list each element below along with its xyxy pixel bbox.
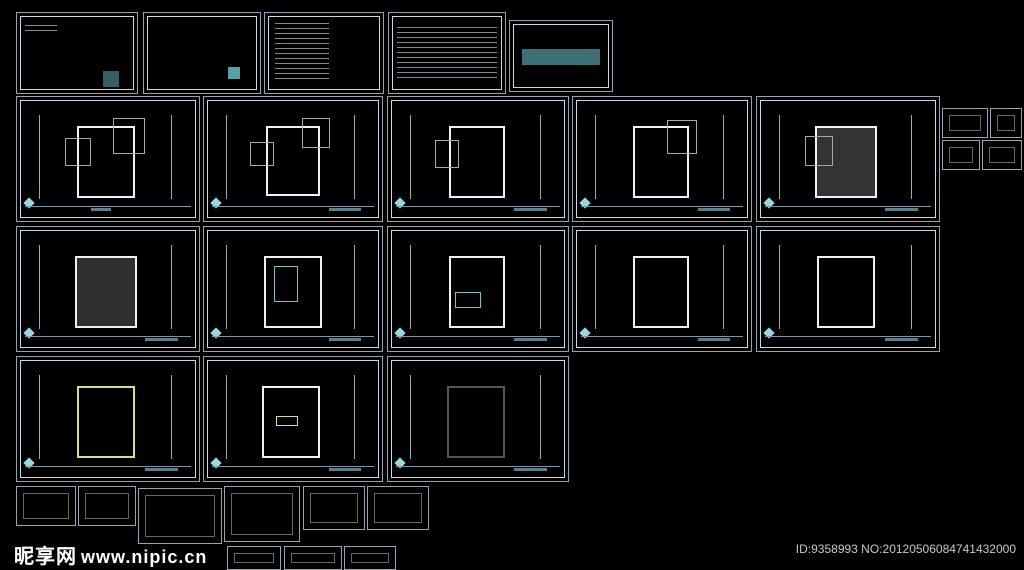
logo-icon xyxy=(23,197,35,209)
logo-icon xyxy=(763,327,775,339)
thumbnail-sheet-right-3[interactable] xyxy=(942,140,980,170)
floorplan-sheet-13[interactable] xyxy=(387,356,569,482)
logo-icon xyxy=(23,327,35,339)
elevation-sheet-6[interactable] xyxy=(367,486,429,530)
logo-icon xyxy=(394,197,406,209)
floorplan-sheet-1[interactable] xyxy=(16,96,200,222)
elevation-sheet-5[interactable] xyxy=(303,486,365,530)
floorplan-sheet-2[interactable] xyxy=(203,96,383,222)
floorplan-sheet-10[interactable] xyxy=(756,226,940,352)
index-sheet-3[interactable] xyxy=(509,20,613,92)
cover-sheet-1[interactable] xyxy=(16,12,138,94)
floorplan-sheet-3[interactable] xyxy=(387,96,569,222)
elevation-sheet-3[interactable] xyxy=(138,488,222,544)
logo-icon xyxy=(394,457,406,469)
elevation-sheet-9[interactable] xyxy=(344,546,396,570)
elevation-sheet-1[interactable] xyxy=(16,486,76,526)
floorplan-sheet-7[interactable] xyxy=(203,226,383,352)
floorplan-sheet-5[interactable] xyxy=(756,96,940,222)
thumbnail-sheet-right-2[interactable] xyxy=(990,108,1022,138)
cover-sheet-2[interactable] xyxy=(143,12,261,94)
image-id-text: ID:9358993 NO:20120506084741432000 xyxy=(795,542,1016,556)
elevation-sheet-4[interactable] xyxy=(224,486,300,542)
floorplan-sheet-12[interactable] xyxy=(203,356,383,482)
floorplan-sheet-6[interactable] xyxy=(16,226,200,352)
logo-icon xyxy=(579,197,591,209)
floorplan-sheet-4[interactable] xyxy=(572,96,752,222)
logo-icon xyxy=(23,457,35,469)
logo-icon xyxy=(210,197,222,209)
index-sheet-2[interactable] xyxy=(388,12,506,94)
thumbnail-sheet-right-4[interactable] xyxy=(982,140,1022,170)
index-sheet-1[interactable] xyxy=(264,12,384,94)
logo-icon xyxy=(210,457,222,469)
elevation-sheet-7[interactable] xyxy=(227,546,281,570)
thumbnail-sheet-right-1[interactable] xyxy=(942,108,988,138)
elevation-sheet-2[interactable] xyxy=(78,486,136,526)
elevation-sheet-8[interactable] xyxy=(284,546,342,570)
floorplan-sheet-9[interactable] xyxy=(572,226,752,352)
logo-icon xyxy=(210,327,222,339)
floorplan-sheet-11[interactable] xyxy=(16,356,200,482)
logo-icon xyxy=(763,197,775,209)
logo-icon xyxy=(579,327,591,339)
floorplan-sheet-8[interactable] xyxy=(387,226,569,352)
logo-icon xyxy=(394,327,406,339)
